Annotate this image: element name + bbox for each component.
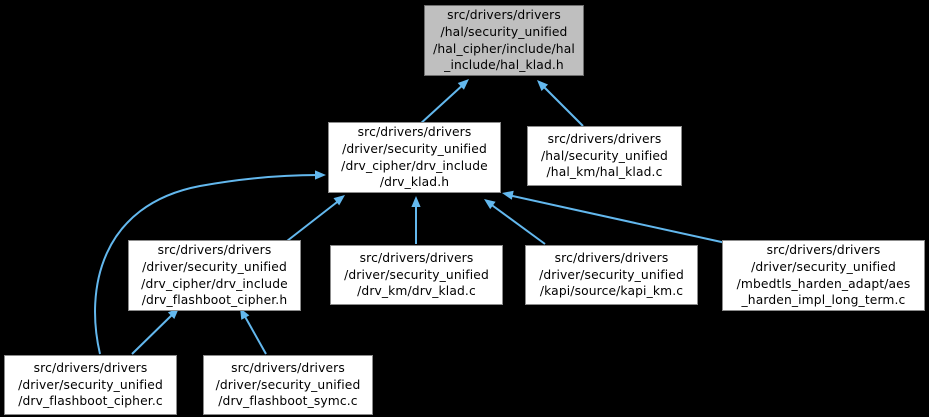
arrowhead-drv_flashboot_cipher_h-to-drv_klad_h bbox=[333, 195, 345, 206]
graph-node-label: src/drivers/drivers /driver/security_uni… bbox=[141, 243, 288, 308]
arrowhead-aes_harden_impl_long_term_c-to-drv_klad_h bbox=[502, 190, 514, 200]
graph-node-hal_klad_c[interactable]: src/drivers/drivers /hal/security_unifie… bbox=[527, 126, 682, 186]
graph-node-label: src/drivers/drivers /hal/security_unifie… bbox=[433, 8, 575, 73]
arrowhead-drv_flashboot_cipher_c-to-drv_klad_h bbox=[315, 170, 326, 180]
graph-node-hal_klad_h[interactable]: src/drivers/drivers /hal/security_unifie… bbox=[424, 5, 584, 76]
graph-node-label: src/drivers/drivers /driver/security_uni… bbox=[18, 361, 163, 409]
graph-node-label: src/drivers/drivers /driver/security_uni… bbox=[341, 125, 488, 190]
graph-node-kapi_km_c[interactable]: src/drivers/drivers /driver/security_uni… bbox=[525, 245, 698, 305]
graph-node-drv_flashboot_symc_c[interactable]: src/drivers/drivers /driver/security_uni… bbox=[203, 355, 373, 415]
edge-drv_flashboot_cipher_c-to-drv_flashboot_cipher_h bbox=[131, 311, 176, 355]
graph-node-label: src/drivers/drivers /driver/security_uni… bbox=[215, 361, 361, 409]
graph-node-label: src/drivers/drivers /driver/security_uni… bbox=[736, 243, 911, 308]
graph-node-drv_klad_h[interactable]: src/drivers/drivers /driver/security_uni… bbox=[328, 122, 501, 193]
edge-aes_harden_impl_long_term_c-to-drv_klad_h bbox=[507, 194, 727, 244]
graph-node-aes_harden_impl_long_term_c[interactable]: src/drivers/drivers /driver/security_uni… bbox=[722, 240, 925, 311]
edge-drv_flashboot_symc_c-to-drv_flashboot_cipher_h bbox=[242, 312, 267, 355]
graph-node-drv_km_drv_klad_c[interactable]: src/drivers/drivers /driver/security_uni… bbox=[330, 245, 503, 305]
edge-hal_klad_c-to-hal_klad_h bbox=[540, 83, 584, 127]
arrowhead-kapi_km_c-to-drv_klad_h bbox=[484, 199, 496, 210]
graph-node-drv_flashboot_cipher_c[interactable]: src/drivers/drivers /driver/security_uni… bbox=[4, 355, 177, 415]
edge-kapi_km_c-to-drv_klad_h bbox=[488, 202, 546, 245]
edge-drv_klad_h-to-hal_klad_h bbox=[418, 82, 466, 126]
graph-node-label: src/drivers/drivers /hal/security_unifie… bbox=[541, 132, 668, 180]
graph-node-drv_flashboot_cipher_h[interactable]: src/drivers/drivers /driver/security_uni… bbox=[128, 240, 301, 311]
graph-node-label: src/drivers/drivers /driver/security_uni… bbox=[344, 251, 489, 299]
arrowhead-hal_klad_c-to-hal_klad_h bbox=[537, 80, 549, 92]
graph-node-label: src/drivers/drivers /driver/security_uni… bbox=[539, 251, 684, 299]
edge-drv_flashboot_cipher_h-to-drv_klad_h bbox=[286, 198, 342, 242]
arrowhead-drv_km_drv_klad_c-to-drv_klad_h bbox=[411, 196, 421, 207]
arrowhead-drv_klad_h-to-hal_klad_h bbox=[457, 79, 469, 90]
